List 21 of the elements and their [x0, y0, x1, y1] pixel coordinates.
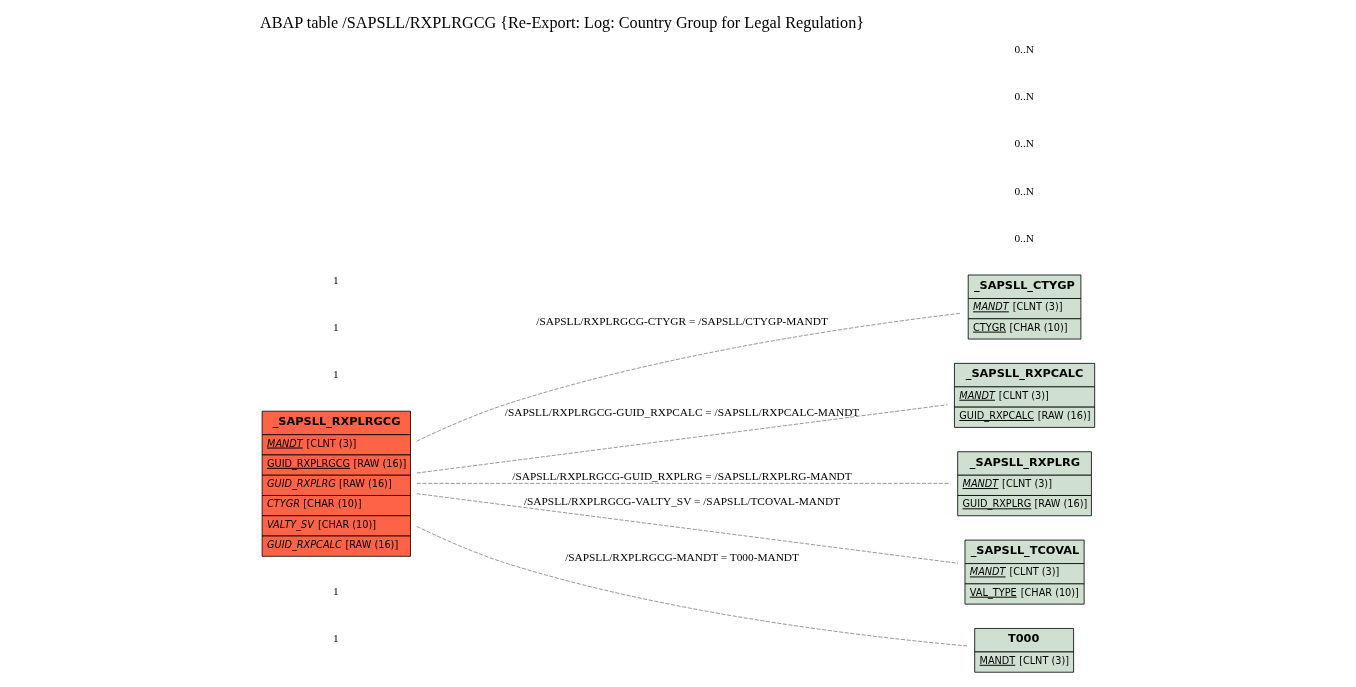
- connector: [416, 482, 952, 484]
- edge-label: /SAPSLL/RXPLRGCG-CTYGR = /SAPSLL/CTYGP-MANDT: [536, 315, 828, 328]
- edge-label: /SAPSLL/RXPLRGCG-VALTY_SV = /SAPSLL/TCOVAL-MANDT: [523, 494, 841, 507]
- edge-label: /SAPSLL/RXPLRGCG-MANDT = T000-MANDT: [565, 551, 799, 564]
- label: 1: [333, 367, 339, 380]
- label: 0..N: [1014, 184, 1034, 197]
- connector: [416, 493, 959, 564]
- label: 1: [333, 320, 339, 333]
- connector: [416, 526, 969, 647]
- label: 1: [333, 584, 339, 597]
- label: 0..N: [1014, 90, 1034, 103]
- label: 0..N: [1014, 137, 1034, 150]
- edge-label: /SAPSLL/RXPLRGCG-GUID_RXPLRG = /SAPSLL/RXPLRG-MANDT: [512, 470, 852, 483]
- connector: [416, 312, 962, 442]
- connector: [416, 404, 948, 474]
- label: 0..N: [1014, 231, 1034, 244]
- label: 1: [333, 273, 339, 286]
- edge-label: /SAPSLL/RXPLRGCG-GUID_RXPCALC = /SAPSLL/RXPCALC-MANDT: [504, 406, 860, 419]
- diagram-title: ABAP table /SAPSLL/RXPLRGCG {Re-Export: Log: Country Group for Legal Regulation}: [260, 13, 865, 32]
- label: 1: [333, 631, 339, 644]
- label: 0..N: [1014, 43, 1034, 56]
